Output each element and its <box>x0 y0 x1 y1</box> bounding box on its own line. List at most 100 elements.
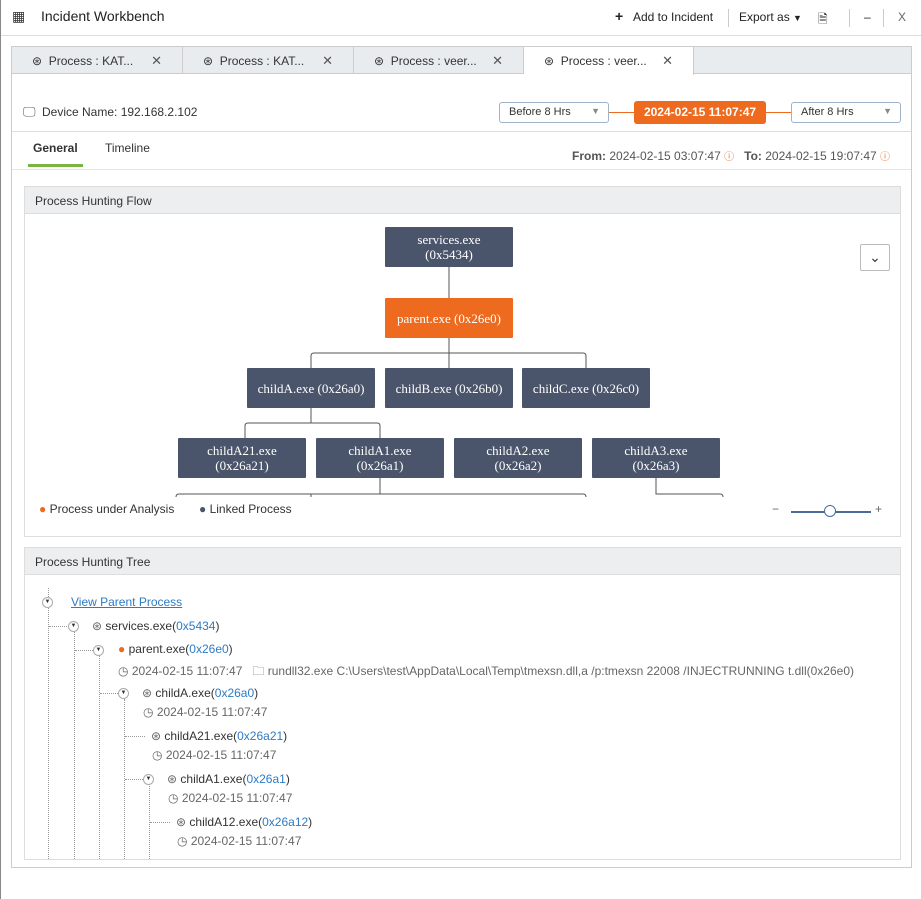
tab-general[interactable]: General <box>33 141 78 155</box>
tree-item-childA21[interactable]: ⊛ childA21.exe(0x26a21) <box>151 729 287 743</box>
tab-process-2[interactable]: ⊛ Process : KAT...✕ <box>183 47 354 74</box>
folder-icon: 🗀 <box>252 664 265 678</box>
legend-label: Process under Analysis <box>49 502 175 516</box>
node-label: services.exe (0x5434) <box>417 232 481 262</box>
workbench-icon: ▦ <box>12 8 26 24</box>
close-button[interactable]: X <box>898 10 907 24</box>
flow-node-childA21[interactable]: childA21.exe (0x26a21) <box>178 438 306 478</box>
command-line: rundll32.exe C:\Users\test\AppData\Local… <box>267 664 854 678</box>
process-name: childA21.exe( <box>164 729 238 743</box>
node-label: childA.exe (0x26a0) <box>257 380 365 396</box>
tree-item-time: ◷ 2024-02-15 11:07:47 <box>143 705 267 719</box>
process-id: 0x26a1 <box>246 772 286 786</box>
node-label: childA1.exe (0x26a1) <box>348 443 412 473</box>
collapse-toggle[interactable]: ▼ <box>143 774 154 785</box>
from-value: 2024-02-15 03:07:47 <box>609 149 721 163</box>
flow-node-parent[interactable]: parent.exe (0x26e0) <box>385 298 513 338</box>
tree-line <box>125 779 143 780</box>
process-icon: ⊛ <box>92 619 103 633</box>
tab-process-3[interactable]: ⊛ Process : veer...✕ <box>354 47 524 74</box>
tab-timeline[interactable]: Timeline <box>105 141 150 155</box>
tab-label: Process : KAT... <box>48 53 134 68</box>
window-title: Incident Workbench <box>41 8 165 24</box>
tree-item-parent[interactable]: ● parent.exe(0x26e0) <box>118 642 233 656</box>
select-value: Before 8 Hrs <box>509 106 571 118</box>
process-id: 0x26e0 <box>189 642 229 656</box>
tree-line <box>125 736 145 737</box>
node-label: childA2.exe (0x26a2) <box>486 443 550 473</box>
paren: ) <box>254 686 259 700</box>
tree-line <box>150 822 170 823</box>
paren: ) <box>215 619 220 633</box>
info-icon: ⓘ <box>880 152 891 163</box>
from-label: From: <box>572 149 606 163</box>
collapse-toggle[interactable]: ▼ <box>118 688 129 699</box>
expand-chevron-button[interactable]: ⌄ <box>860 244 890 271</box>
caret-down-icon: ▼ <box>591 106 600 116</box>
close-tab-icon[interactable]: ✕ <box>662 53 673 68</box>
timestamp: 2024-02-15 11:07:47 <box>165 748 277 762</box>
zoom-in-button[interactable]: + <box>875 502 883 516</box>
process-icon: ⊛ <box>32 53 43 68</box>
close-tab-icon[interactable]: ✕ <box>492 53 503 68</box>
tree-item-childA[interactable]: ⊛ childA.exe(0x26a0) <box>142 686 258 700</box>
tab-process-4[interactable]: ⊛ Process : veer...✕ <box>524 47 694 75</box>
export-label: Export as <box>739 10 790 24</box>
divider <box>728 9 729 27</box>
process-icon: ⊛ <box>544 54 555 68</box>
clock-icon: ◷ <box>168 791 179 805</box>
clock-icon: ◷ <box>143 705 154 719</box>
tree-item-childA1[interactable]: ⊛ childA1.exe(0x26a1) <box>167 772 290 786</box>
view-parent-process-link[interactable]: View Parent Process <box>71 595 183 609</box>
flow-node-childC[interactable]: childC.exe (0x26c0) <box>522 368 650 408</box>
node-label: parent.exe (0x26e0) <box>397 310 501 326</box>
flow-node-childB[interactable]: childB.exe (0x26b0) <box>385 368 513 408</box>
tab-process-1[interactable]: ⊛ Process : KAT... ✕ <box>12 47 183 74</box>
tree-item-time: ◷ 2024-02-15 11:07:47 <box>177 834 301 848</box>
device-name: Device Name: 192.168.2.102 <box>42 105 198 119</box>
process-icon: ⊛ <box>167 772 178 786</box>
process-icon: ⊛ <box>176 815 187 829</box>
process-icon: ⊛ <box>203 53 214 68</box>
close-tab-icon[interactable]: ✕ <box>322 53 333 68</box>
close-tab-icon[interactable]: ✕ <box>151 53 162 68</box>
to-value: 2024-02-15 19:07:47 <box>765 149 877 163</box>
orange-dot-icon: ● <box>39 502 47 516</box>
flow-connectors <box>175 267 724 498</box>
flow-node-childA[interactable]: childA.exe (0x26a0) <box>247 368 375 408</box>
collapse-toggle[interactable]: ▼ <box>42 597 53 608</box>
collapse-toggle[interactable]: ▼ <box>93 645 104 656</box>
panel-title: Process Hunting Flow <box>25 187 900 214</box>
tree-item-details: ◷ 2024-02-15 11:07:47 🗀 rundll32.exe C:\… <box>118 662 854 683</box>
zoom-out-button[interactable]: − <box>772 502 780 516</box>
timestamp: 2024-02-15 11:07:47 <box>190 834 302 848</box>
collapse-toggle[interactable]: ▼ <box>68 621 79 632</box>
export-as-button[interactable]: Export as ▼ <box>739 10 802 24</box>
tree-item-services[interactable]: ⊛ services.exe(0x5434) <box>92 619 219 633</box>
tree-line <box>124 699 125 859</box>
legend-label: Linked Process <box>209 502 292 516</box>
select-value: After 8 Hrs <box>801 106 854 118</box>
process-id: 0x26a12 <box>262 815 309 829</box>
info-icon: ⓘ <box>724 152 735 163</box>
time-range: From: 2024-02-15 03:07:47 ⓘ To: 2024-02-… <box>572 148 890 163</box>
tab-label: Process : veer... <box>390 53 477 68</box>
paren: ) <box>283 729 288 743</box>
plus-icon[interactable]: + <box>615 8 624 24</box>
minimize-button[interactable]: – <box>864 10 871 24</box>
tree-item-childA12[interactable]: ⊛ childA12.exe(0x26a12) <box>176 815 312 829</box>
flow-node-childA1[interactable]: childA1.exe (0x26a1) <box>316 438 444 478</box>
history-report-icon[interactable]: 🗎 <box>818 12 828 26</box>
before-hours-select[interactable]: Before 8 Hrs ▼ <box>499 102 609 123</box>
tree-item-time: ◷ 2024-02-15 11:07:47 <box>152 748 276 762</box>
paren: ) <box>308 815 313 829</box>
flow-node-childA3[interactable]: childA3.exe (0x26a3) <box>592 438 720 478</box>
flow-node-childA2[interactable]: childA2.exe (0x26a2) <box>454 438 582 478</box>
workbench-content <box>11 46 912 868</box>
after-hours-select[interactable]: After 8 Hrs▼ <box>791 102 901 123</box>
timestamp: 2024-02-15 11:07:47 <box>181 791 293 805</box>
add-to-incident-button[interactable]: Add to Incident <box>633 10 714 24</box>
zoom-slider-handle[interactable] <box>824 505 836 517</box>
tree-line <box>75 650 95 651</box>
flow-node-services[interactable]: services.exe (0x5434) <box>385 227 513 267</box>
